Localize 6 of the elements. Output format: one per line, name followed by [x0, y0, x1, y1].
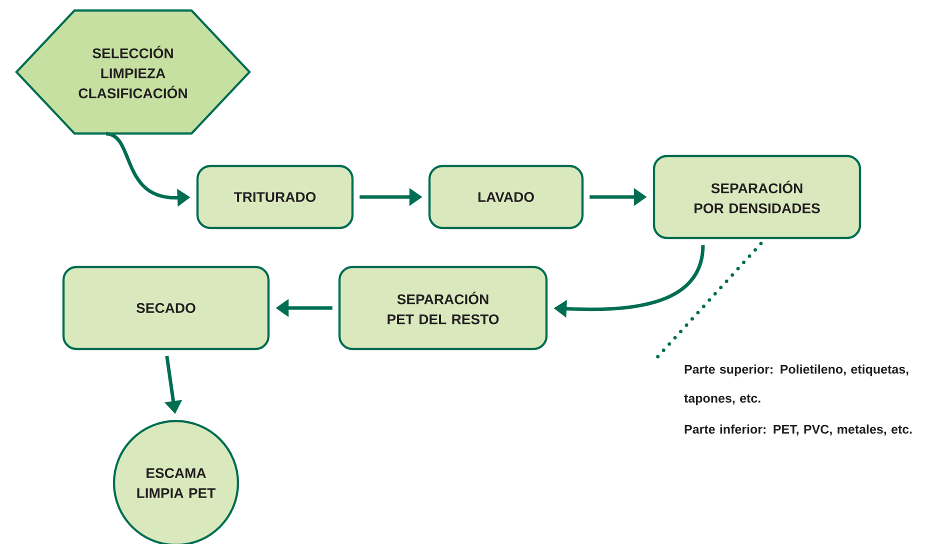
process-box: SECADO	[62, 266, 270, 350]
note-text: Parte superior: Polietileno, etiquetas, tapones, etc. Parte inferior: PET, PVC, metales, etc.	[684, 364, 912, 436]
process-box: SEPARACIÓN POR DENSIDADES	[652, 154, 862, 240]
process-box: SEPARACIÓN PET DEL RESTO	[338, 266, 548, 350]
process-box: LAVADO	[428, 164, 584, 230]
process-box: TRITURADO	[196, 164, 354, 230]
